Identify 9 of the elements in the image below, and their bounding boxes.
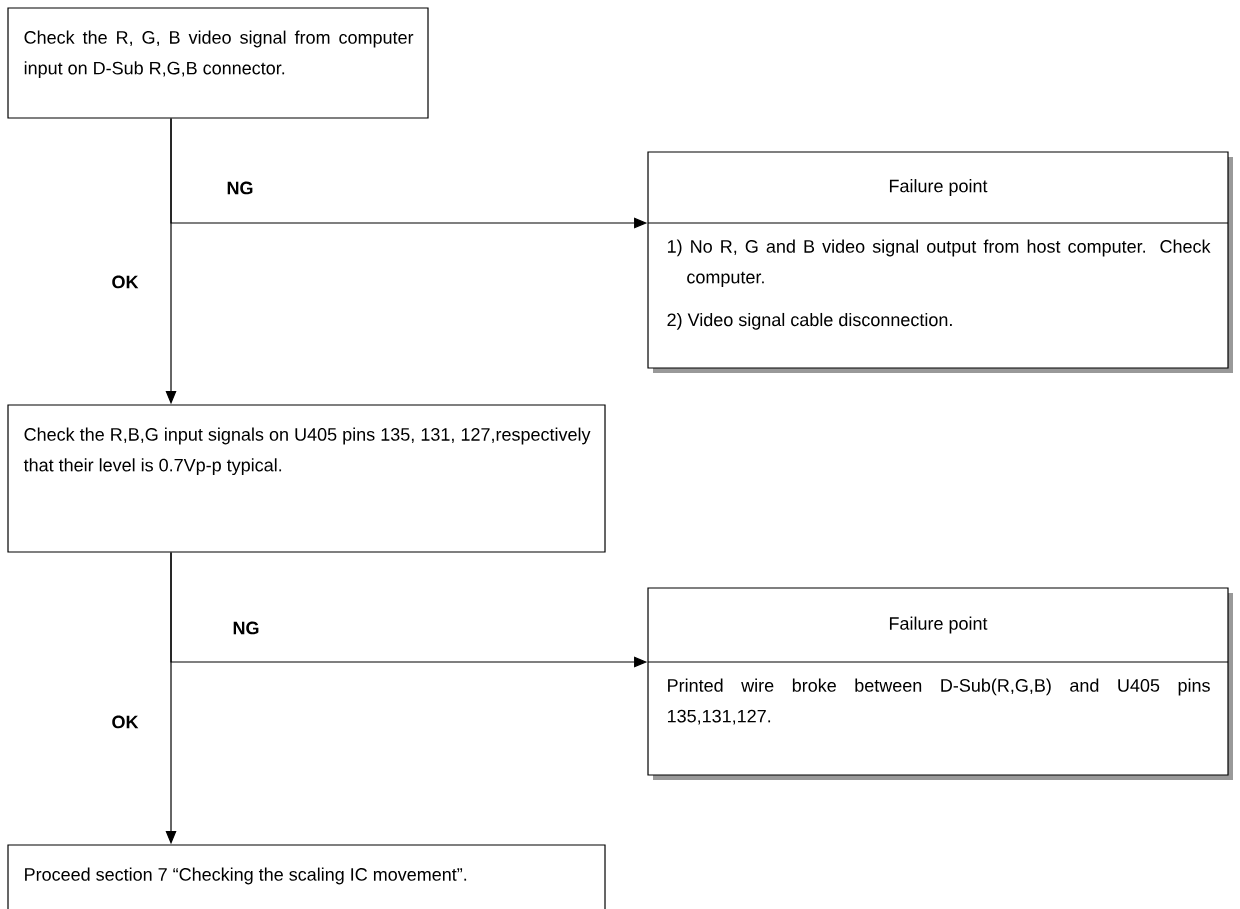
process-box: Check the R,B,G input signals on U405 pins 135, 131, 127,respectively that their level is 0.7Vp-p typical. <box>7 404 606 553</box>
edge-label: NG <box>233 621 259 635</box>
edge-label: OK <box>112 275 139 289</box>
process-box: Proceed section 7 “Checking the scaling IC movement”. <box>7 844 606 909</box>
process-box: Check the R, G, B video signal from computer input on D-Sub R,G,B connector. <box>7 7 429 119</box>
edge-label: OK <box>112 715 139 729</box>
edge-label: NG <box>227 181 253 195</box>
failure-point-box: Failure point 1) No R, G and B video signal output from host computer. Check computer. 2) Video signal cable disconnection. <box>647 151 1233 373</box>
failure-point-box: Failure point Printed wire broke between D-Sub(R,G,B) and U405 pins 135,131,127. <box>647 587 1233 780</box>
